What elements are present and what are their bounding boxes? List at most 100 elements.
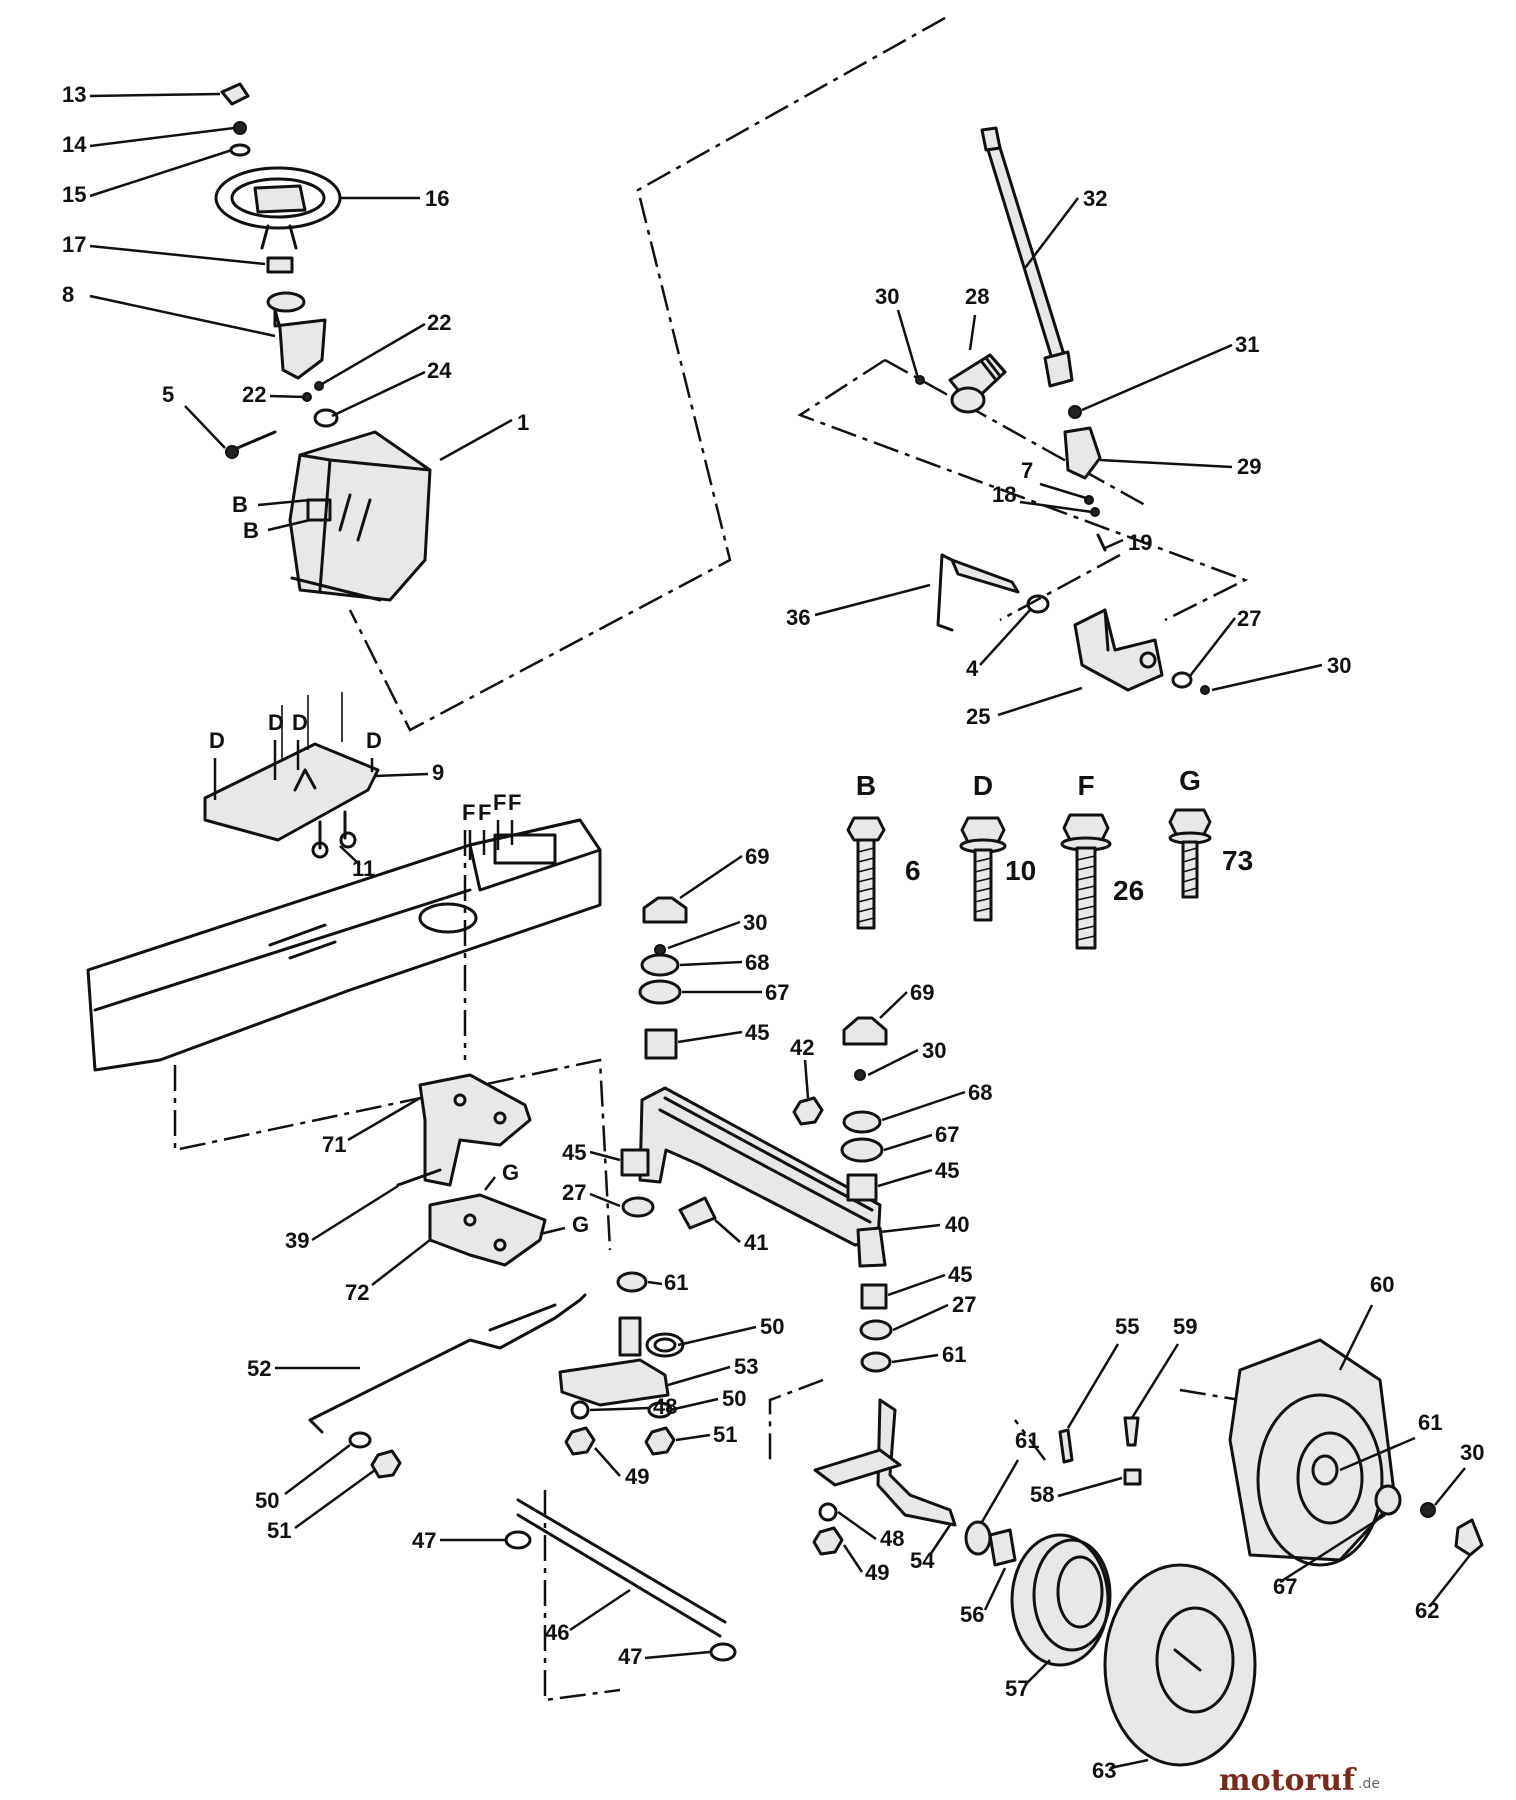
callout-c53: 53: [734, 1354, 758, 1379]
bolt-legend-part-6: 6: [905, 855, 921, 886]
callout-c48b: 48: [880, 1526, 904, 1551]
callout-c69b: 69: [910, 980, 934, 1005]
leader-c50c: [284, 1444, 351, 1495]
leader-c51b: [294, 1468, 376, 1530]
leader-c9: [375, 772, 429, 778]
leader-c27c: [892, 1303, 949, 1332]
rear-wheel-assembly: [1228, 1338, 1484, 1567]
callout-c30d: 30: [922, 1038, 946, 1063]
callout-cGb: G: [572, 1212, 589, 1237]
clip-30b: [1200, 685, 1210, 695]
callout-c28: 28: [965, 284, 989, 309]
callout-c72: 72: [345, 1280, 369, 1305]
callout-c57: 57: [1005, 1676, 1029, 1701]
callout-c18: 18: [992, 482, 1016, 507]
callout-c40: 40: [945, 1212, 969, 1237]
frame-rail: [86, 818, 602, 1072]
nut-51a: [644, 1426, 676, 1456]
washer-24: [313, 408, 339, 428]
right-lower-stack: [859, 1283, 893, 1373]
bolt-legend: B D F G 6 10 26 73: [846, 765, 1253, 950]
callout-c16: 16: [425, 186, 449, 211]
left-spindle-stack: [638, 896, 688, 1060]
washer-61a: [616, 1271, 648, 1293]
leader-c48a: [589, 1406, 651, 1412]
callout-c41: 41: [744, 1230, 768, 1255]
callout-c14: 14: [62, 132, 87, 157]
callout-c68a: 68: [745, 950, 769, 975]
callout-c9: 9: [432, 760, 444, 785]
leader-c39: [311, 1184, 399, 1242]
bolt-F-icon: [1060, 813, 1112, 950]
callout-c30e: 30: [1460, 1440, 1484, 1465]
callout-cBa: B: [232, 492, 248, 517]
leader-cGb: [539, 1226, 566, 1236]
callout-c45d: 45: [948, 1262, 972, 1287]
leader-c71: [347, 1096, 421, 1142]
callout-c15: 15: [62, 182, 86, 207]
leader-c68b: [881, 1090, 966, 1122]
leader-c46: [569, 1588, 631, 1632]
nut-49b: [812, 1526, 844, 1556]
callout-c30b: 30: [1327, 653, 1351, 678]
callout-c61b: 61: [942, 1342, 966, 1367]
column-housing-8: [273, 308, 327, 380]
leader-c59: [1130, 1343, 1180, 1419]
callout-c42: 42: [790, 1035, 814, 1060]
callout-c67a: 67: [765, 980, 789, 1005]
callout-c61c: 61: [1015, 1428, 1039, 1453]
callout-c48a: 48: [653, 1394, 677, 1419]
leader-c51a: [675, 1433, 711, 1442]
bushing-17: [266, 256, 294, 274]
washer-61c: [964, 1520, 992, 1556]
callout-c60: 60: [1370, 1272, 1394, 1297]
callout-c36: 36: [786, 605, 810, 630]
callout-c49b: 49: [865, 1560, 889, 1585]
leader-c67b: [883, 1133, 933, 1152]
callout-cFb: F: [478, 800, 491, 825]
nut-42: [792, 1096, 824, 1126]
callout-c68b: 68: [968, 1080, 992, 1105]
clip-30e: [1420, 1502, 1436, 1518]
leader-c30a: [896, 309, 920, 379]
leader-c47b: [644, 1650, 711, 1660]
washer-61b: [860, 1351, 892, 1373]
leader-c68a: [679, 960, 743, 967]
callout-cDb: D: [268, 710, 284, 735]
leader-c28: [968, 314, 977, 351]
callout-c8: 8: [62, 282, 74, 307]
leader-c58: [1057, 1476, 1123, 1498]
washer-27a: [1171, 671, 1193, 689]
leader-c56: [983, 1567, 1007, 1611]
callout-c7: 7: [1021, 458, 1033, 483]
washer-27c: [859, 1319, 893, 1341]
leader-c1: [439, 418, 513, 462]
leader-c61d: [1339, 1436, 1416, 1472]
leader-c41: [714, 1219, 741, 1243]
leader-c61b: [891, 1353, 939, 1364]
leader-c7: [1039, 482, 1087, 500]
callout-c50c: 50: [255, 1488, 279, 1513]
steering-shaft-32: [983, 136, 1067, 364]
dash-console-assembly: [225, 381, 432, 602]
valve-59: [1123, 1416, 1140, 1447]
callout-c22b: 22: [242, 382, 266, 407]
callout-c45c: 45: [562, 1140, 586, 1165]
callout-c27b: 27: [562, 1180, 586, 1205]
callout-c51b: 51: [267, 1518, 291, 1543]
callout-c67b: 67: [935, 1122, 959, 1147]
callout-c50a: 50: [760, 1314, 784, 1339]
callout-c63: 63: [1092, 1758, 1116, 1783]
leader-c69b: [879, 991, 908, 1019]
bolt-G-icon: [1168, 808, 1212, 899]
bolt-B-icon: [846, 816, 886, 930]
right-spindle-linkage: [812, 1398, 957, 1556]
watermark: motoruf .de: [1219, 1763, 1380, 1798]
callout-cFd: F: [508, 790, 521, 815]
leader-c67c: [1279, 1513, 1386, 1584]
callout-c39: 39: [285, 1228, 309, 1253]
leader-cBa: [257, 498, 311, 507]
leader-c5: [184, 405, 226, 449]
